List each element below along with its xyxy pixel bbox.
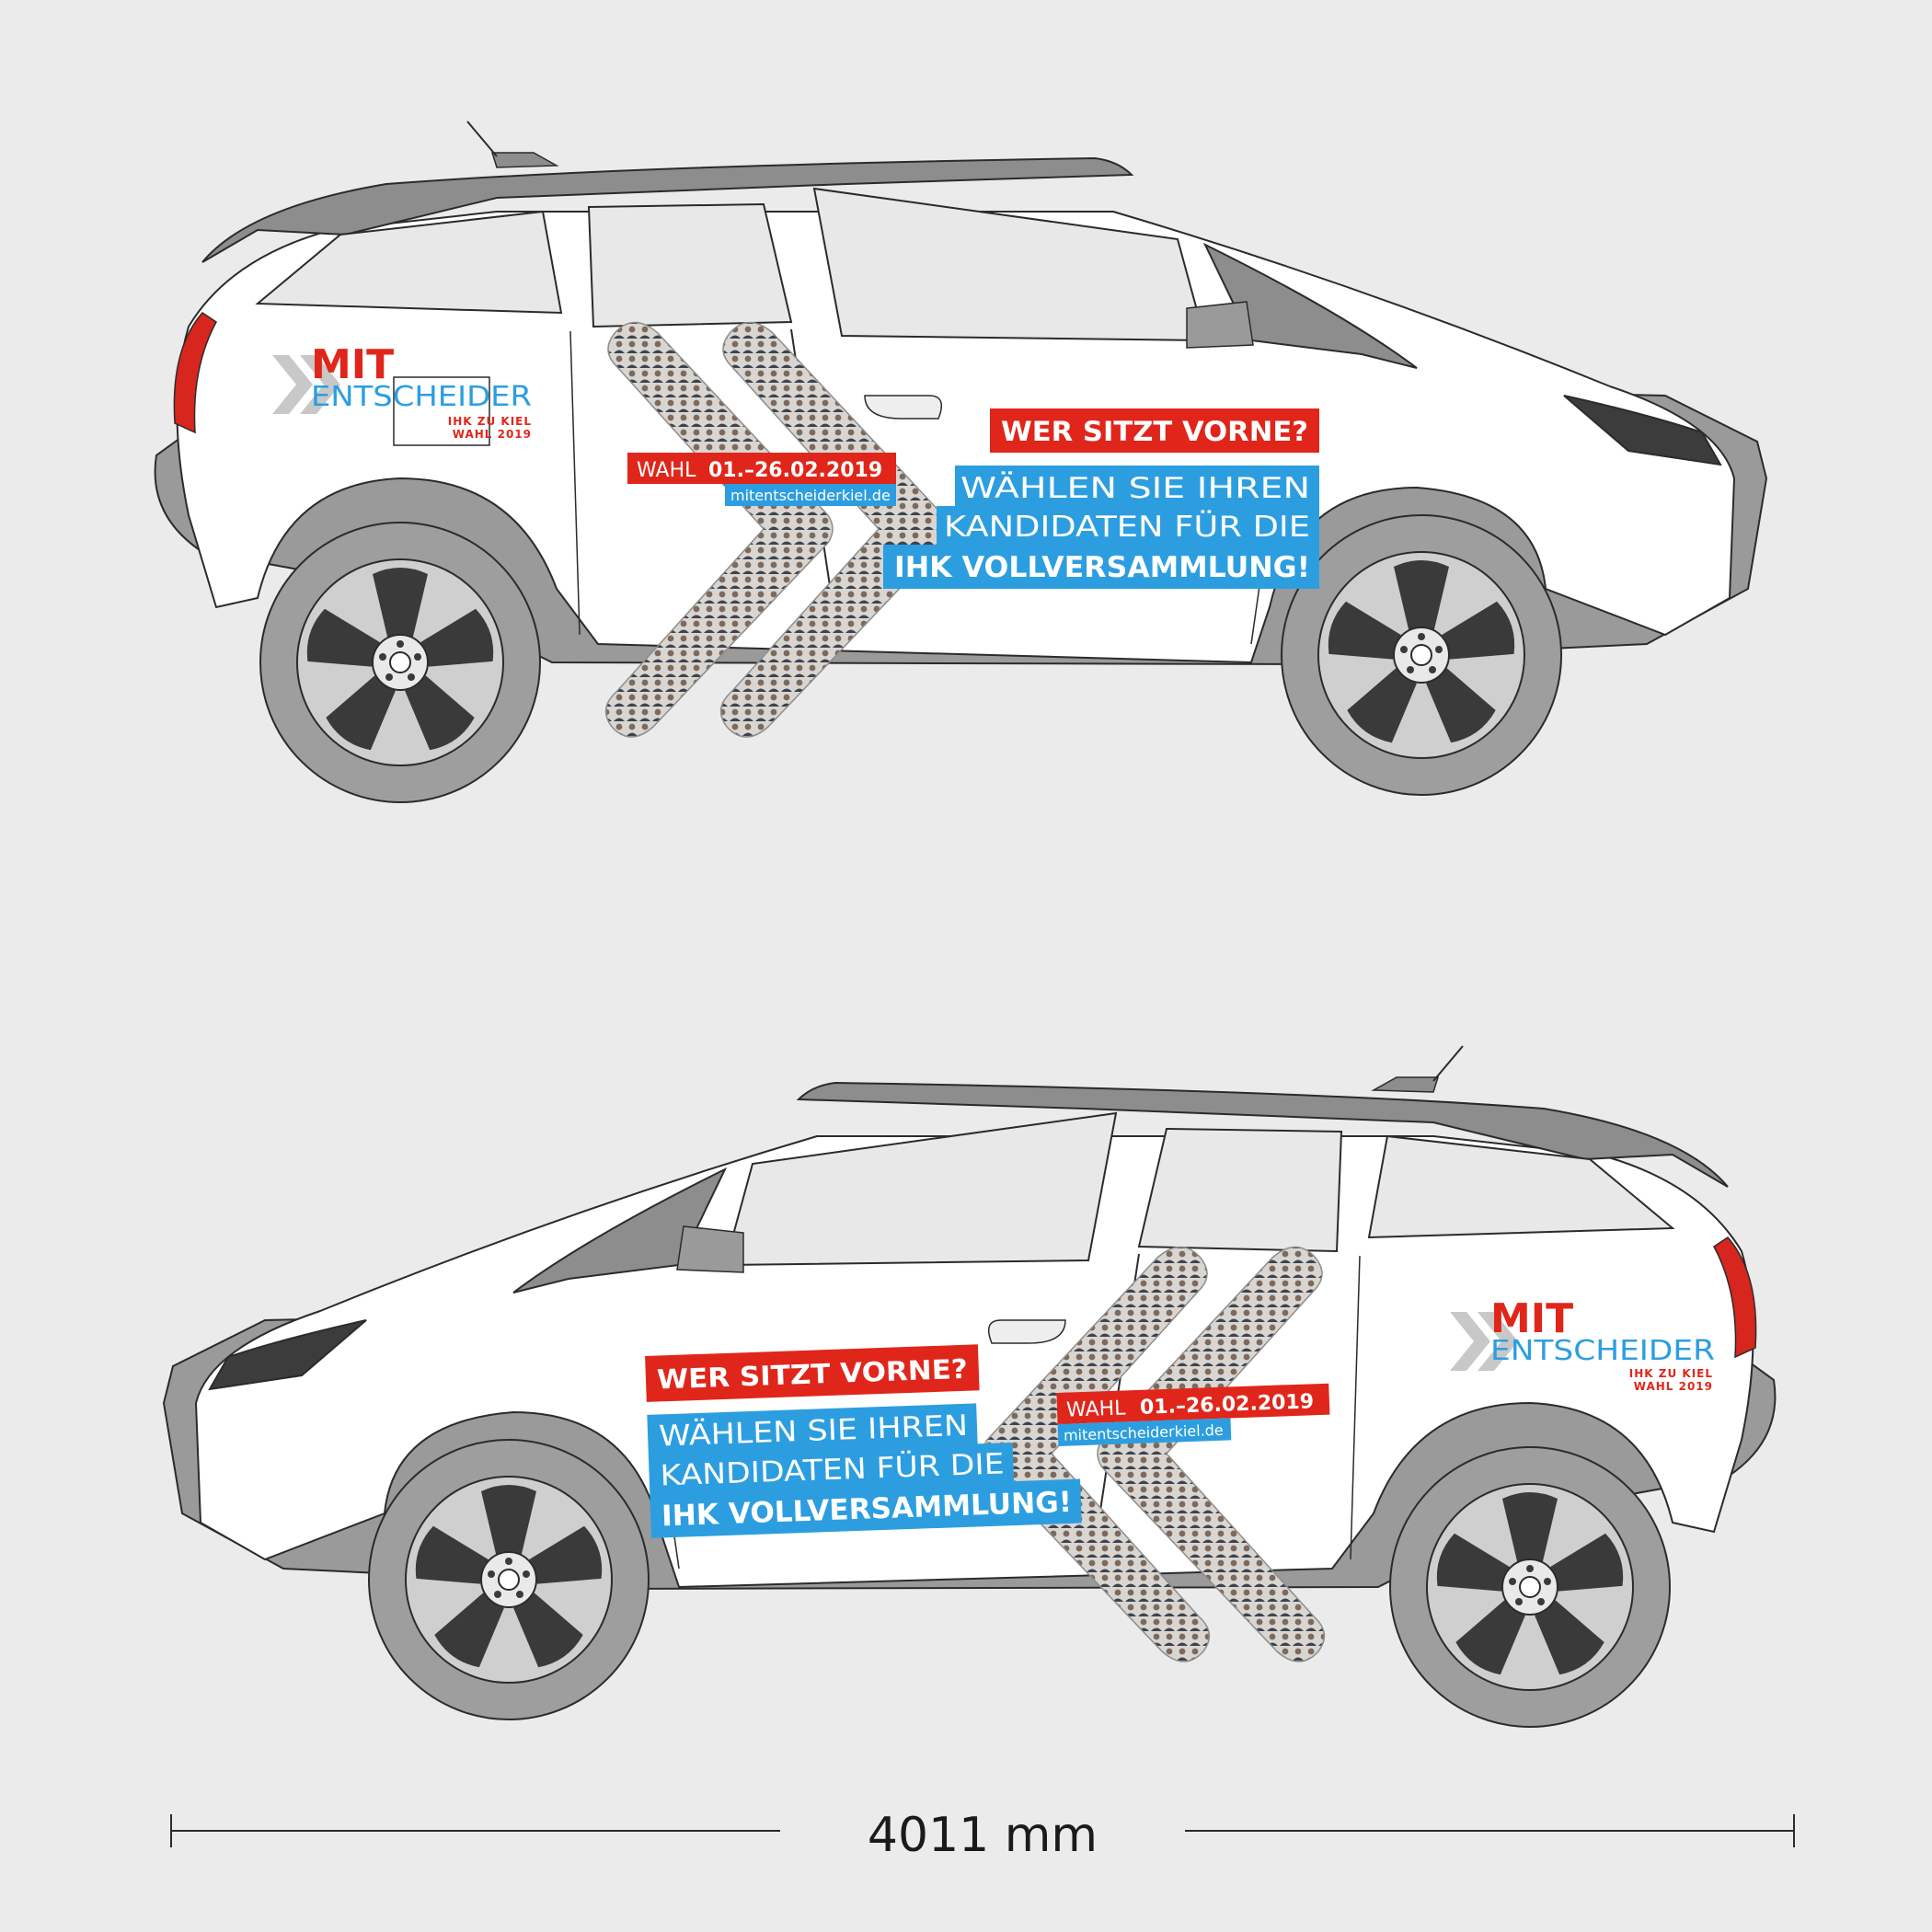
logo-line2: WAHL 2019 xyxy=(453,428,532,441)
car-top xyxy=(155,121,1766,802)
date-prefix: WAHL xyxy=(1066,1397,1127,1421)
logo-line1: IHK ZU KIEL xyxy=(1629,1367,1713,1380)
url: mitentscheiderkiel.de xyxy=(730,487,891,504)
body-line1: WÄHLEN SIE IHREN xyxy=(960,472,1310,505)
dimension-line: 4011 mm xyxy=(170,1808,1795,1863)
date-prefix: WAHL xyxy=(637,459,696,482)
body-line2: KANDIDATEN FÜR DIE xyxy=(944,510,1310,544)
date-value: 01.–26.02.2019 xyxy=(708,459,882,482)
logo-line1: IHK ZU KIEL xyxy=(448,415,532,428)
message-bottom: WER SITZT VORNE? WÄHLEN SIE IHREN KANDID… xyxy=(645,1344,1082,1538)
logo-line2: WAHL 2019 xyxy=(1634,1380,1713,1393)
logo-entscheider: ENTSCHEIDER xyxy=(1490,1335,1715,1367)
logo-bottom: MIT ENTSCHEIDER IHK ZU KIEL WAHL 2019 xyxy=(1450,1295,1715,1393)
message-top: WER SITZT VORNE? WÄHLEN SIE IHREN KANDID… xyxy=(883,408,1319,589)
headline: WER SITZT VORNE? xyxy=(1001,416,1308,447)
logo-entscheider: ENTSCHEIDER xyxy=(311,381,532,413)
dimension-label: 4011 mm xyxy=(868,1808,1098,1863)
body-line3: IHK VOLLVERSAMMLUNG! xyxy=(894,551,1310,584)
logo-top: MIT ENTSCHEIDER IHK ZU KIEL WAHL 2019 xyxy=(272,341,532,446)
date-badge-bottom: WAHL 01.–26.02.2019 mitentscheiderkiel.d… xyxy=(1056,1383,1330,1446)
logo-mit: MIT xyxy=(311,341,394,388)
date-badge-top: WAHL 01.–26.02.2019 mitentscheiderkiel.d… xyxy=(627,453,896,506)
logo-mit: MIT xyxy=(1490,1295,1573,1342)
